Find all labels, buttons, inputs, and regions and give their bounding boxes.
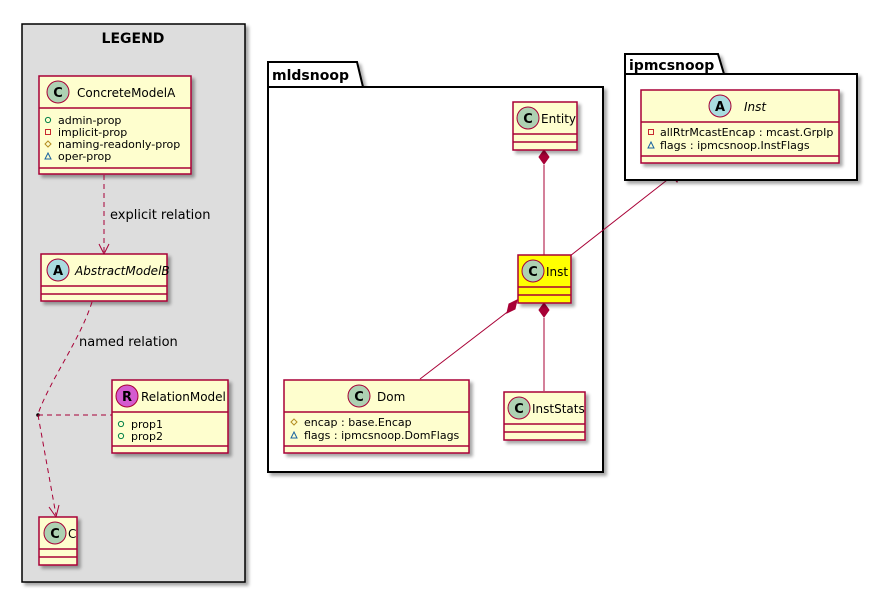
attribute: admin-prop	[58, 114, 121, 127]
svg-text:C: C	[53, 86, 63, 101]
attribute: naming-readonly-prop	[58, 138, 180, 151]
svg-text:C: C	[354, 390, 364, 405]
class-name: ConcreteModelA	[77, 86, 176, 100]
public-visibility-icon	[117, 432, 125, 440]
class-name: Dom	[377, 390, 405, 404]
class-ipmcsnoop-inst[interactable]	[640, 89, 840, 164]
svg-text:C: C	[528, 265, 538, 280]
svg-text:C: C	[514, 402, 524, 417]
edge-explicit-relation: explicit relation	[98, 175, 210, 256]
stereotype-c-icon: C	[347, 384, 371, 408]
protected-visibility-icon	[290, 418, 298, 426]
svg-text:A: A	[715, 100, 725, 115]
stereotype-c-icon: C	[46, 80, 70, 104]
class-name: Entity	[541, 112, 576, 126]
stereotype-r-icon: R	[115, 384, 139, 408]
edge-label: named relation	[79, 335, 178, 350]
edge-entity-inst-composition	[538, 149, 550, 255]
package-visibility-icon	[44, 151, 52, 160]
package-title: ipmcsnoop	[629, 58, 714, 74]
package-visibility-icon	[290, 430, 298, 439]
class-name: Inst	[744, 100, 767, 114]
private-visibility-icon	[648, 129, 654, 135]
class-name: RelationModel	[141, 390, 226, 404]
svg-text:R: R	[122, 390, 132, 405]
svg-text:C: C	[523, 112, 533, 127]
class-name: InstStats	[532, 402, 585, 416]
protected-visibility-icon	[44, 140, 52, 148]
edge-inst-inststats-composition	[538, 302, 550, 391]
attribute: oper-prop	[58, 150, 111, 163]
class-dom[interactable]	[283, 379, 470, 454]
attribute: prop1	[131, 418, 163, 431]
public-visibility-icon	[117, 420, 125, 428]
edge-named-relation: named relation	[36, 301, 178, 519]
stereotype-a-icon: A	[46, 258, 70, 282]
private-visibility-icon	[45, 129, 51, 135]
svg-text:C: C	[50, 527, 60, 542]
class-name: Inst	[546, 265, 568, 279]
svg-text:A: A	[53, 264, 63, 279]
stereotype-c-icon: C	[507, 396, 531, 420]
stereotype-c-icon: C	[521, 259, 545, 283]
attribute: allRtrMcastEncap : mcast.GrpIp	[660, 126, 833, 139]
class-name: C	[68, 527, 76, 541]
package-visibility-icon	[647, 140, 655, 149]
edge-inst-dom-composition	[419, 299, 518, 380]
attribute: flags : ipmcsnoop.InstFlags	[660, 139, 810, 152]
attribute: implicit-prop	[58, 126, 127, 139]
edge-label: explicit relation	[110, 208, 210, 223]
legend-title: LEGEND	[102, 31, 165, 47]
class-name: AbstractModelB	[74, 264, 170, 278]
attribute-list: allRtrMcastEncap : mcast.GrpIp flags : i…	[647, 126, 833, 152]
attribute-list: encap : base.Encap flags : ipmcsnoop.Dom…	[290, 416, 460, 442]
package-mldsnoop: mldsnoop	[267, 61, 604, 473]
package-title: mldsnoop	[272, 68, 349, 84]
attribute: prop2	[131, 430, 163, 443]
public-visibility-icon	[44, 116, 52, 124]
stereotype-c-icon: C	[516, 106, 540, 130]
attribute: encap : base.Encap	[304, 416, 412, 429]
attribute: flags : ipmcsnoop.DomFlags	[304, 429, 460, 442]
stereotype-c-icon: C	[43, 521, 67, 545]
attribute-list: admin-prop implicit-prop naming-readonly…	[44, 114, 180, 163]
attribute-list: prop1 prop2	[117, 418, 163, 443]
stereotype-a-icon: A	[708, 94, 732, 118]
